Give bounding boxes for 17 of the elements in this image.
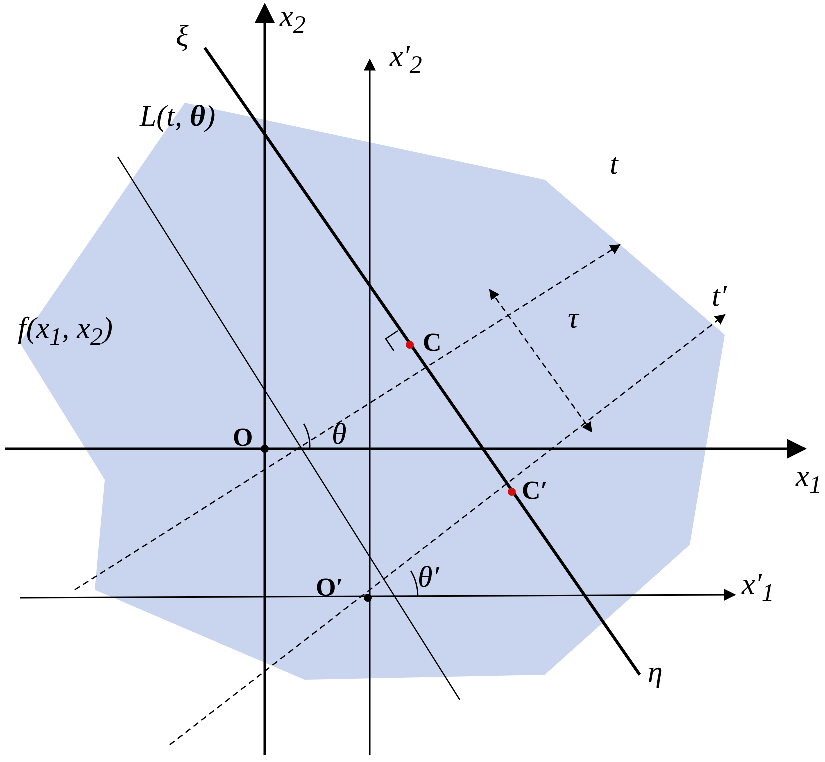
angle-label: θ xyxy=(332,420,347,450)
point-label: O xyxy=(233,425,254,451)
angle-label: θ′ xyxy=(418,563,440,593)
point-label: C′ xyxy=(522,478,548,504)
line-label: L(t, θ) xyxy=(140,102,216,132)
axis-label: x$_{2}$ xyxy=(280,2,306,38)
axis-label: x′$_{2}$ xyxy=(390,42,422,78)
line-label: ξ xyxy=(176,22,189,52)
axis-label: x′$_{1}$ xyxy=(742,570,774,606)
distance-label: τ xyxy=(568,304,579,334)
axis-label: x$_{1}$ xyxy=(796,462,822,498)
point-label: O′ xyxy=(316,575,344,601)
line-label: η xyxy=(648,658,663,688)
axis-label: t′ xyxy=(712,282,727,312)
axis-label: t xyxy=(610,150,618,180)
point-label: C xyxy=(423,330,442,356)
function-label: f(x$_{1}$, x$_{2}$) xyxy=(18,314,113,350)
